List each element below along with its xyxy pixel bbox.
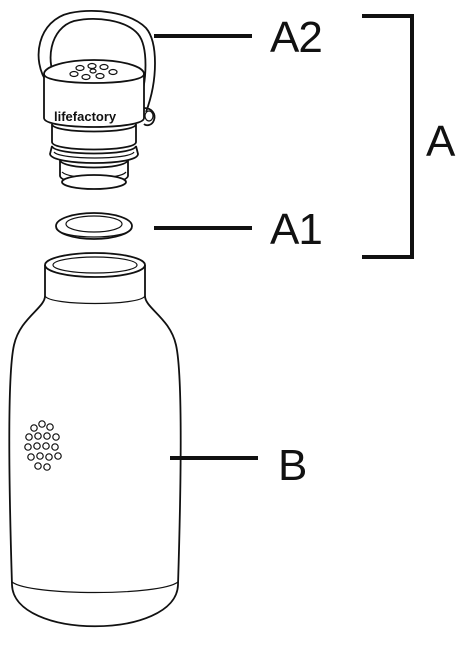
label-b: B xyxy=(278,441,306,490)
brand-logo-text: lifefactory xyxy=(54,109,117,124)
bottle-part xyxy=(8,252,182,628)
bottle-dot-logo xyxy=(24,420,62,471)
gasket-part xyxy=(55,212,133,240)
cap-top-part: lifefactory xyxy=(37,10,156,190)
label-a2: A2 xyxy=(270,13,322,62)
bracket-a xyxy=(362,14,414,259)
label-a: A xyxy=(426,117,456,166)
label-a1: A1 xyxy=(270,205,322,254)
vent-holes xyxy=(69,62,118,81)
